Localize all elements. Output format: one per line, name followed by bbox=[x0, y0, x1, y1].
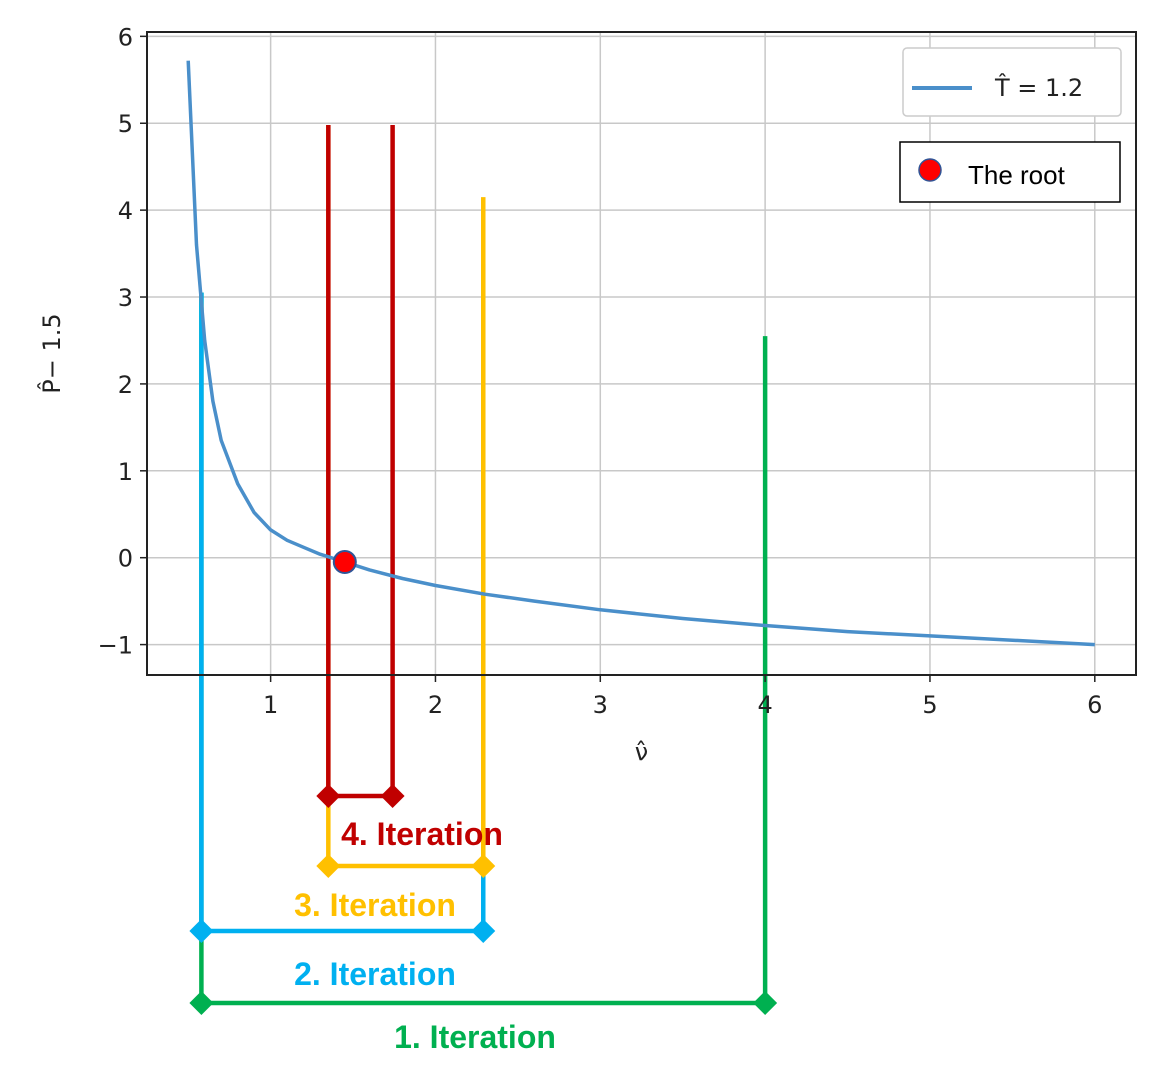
root-legend: The root bbox=[899, 141, 1121, 203]
bracket-diamond bbox=[316, 854, 341, 878]
x-tick-label: 6 bbox=[1087, 691, 1102, 719]
iteration-label: 4. Iteration bbox=[341, 816, 503, 852]
y-tick-label: 4 bbox=[118, 197, 133, 225]
y-axis-label: P̂− 1.5 bbox=[38, 313, 66, 393]
series-line bbox=[186, 60, 1095, 647]
iteration-label: 1. Iteration bbox=[394, 1019, 556, 1055]
x-tick-label: 2 bbox=[428, 691, 443, 719]
x-tick-label: 5 bbox=[922, 691, 937, 719]
ticks: 1 2 3 4 5 6 −1 0 1 2 3 4 5 6 bbox=[98, 23, 1103, 719]
legend-label: T̂ = 1.2 bbox=[994, 74, 1083, 102]
y-tick-label: 3 bbox=[118, 284, 133, 312]
bracket-diamond bbox=[316, 784, 341, 808]
root-legend-label: The root bbox=[968, 160, 1066, 190]
iteration-brackets: 1. Iteration 2. Iteration 3. Iteration 4. I… bbox=[189, 784, 778, 1055]
iteration-label: 3. Iteration bbox=[294, 887, 456, 923]
y-tick-label: 2 bbox=[118, 371, 133, 399]
x-axis-label: ν̂ bbox=[635, 738, 648, 766]
bracket-diamond bbox=[753, 991, 778, 1015]
iteration-label: 2. Iteration bbox=[294, 956, 456, 992]
bracket-diamond bbox=[380, 784, 405, 808]
grid bbox=[147, 32, 1136, 675]
legend: T̂ = 1.2 bbox=[902, 47, 1122, 117]
bracket-diamond bbox=[189, 919, 214, 943]
root-legend-marker bbox=[918, 158, 942, 182]
x-tick-label: 4 bbox=[757, 691, 772, 719]
legend-box bbox=[902, 47, 1122, 117]
iteration-lines bbox=[199, 124, 768, 1003]
root-point bbox=[332, 550, 357, 575]
x-tick-label: 1 bbox=[263, 691, 278, 719]
y-tick-label: 6 bbox=[118, 23, 133, 51]
y-tick-label: 5 bbox=[118, 110, 133, 138]
bracket-diamond bbox=[471, 854, 496, 878]
y-tick-label: 1 bbox=[118, 458, 133, 486]
series-group bbox=[186, 60, 1095, 647]
y-tick-label: 0 bbox=[118, 545, 133, 573]
plot-frame bbox=[146, 31, 1137, 676]
x-tick-label: 3 bbox=[593, 691, 608, 719]
y-tick-label: −1 bbox=[98, 632, 133, 660]
bracket-diamond bbox=[189, 991, 214, 1015]
bracket-diamond bbox=[471, 919, 496, 943]
